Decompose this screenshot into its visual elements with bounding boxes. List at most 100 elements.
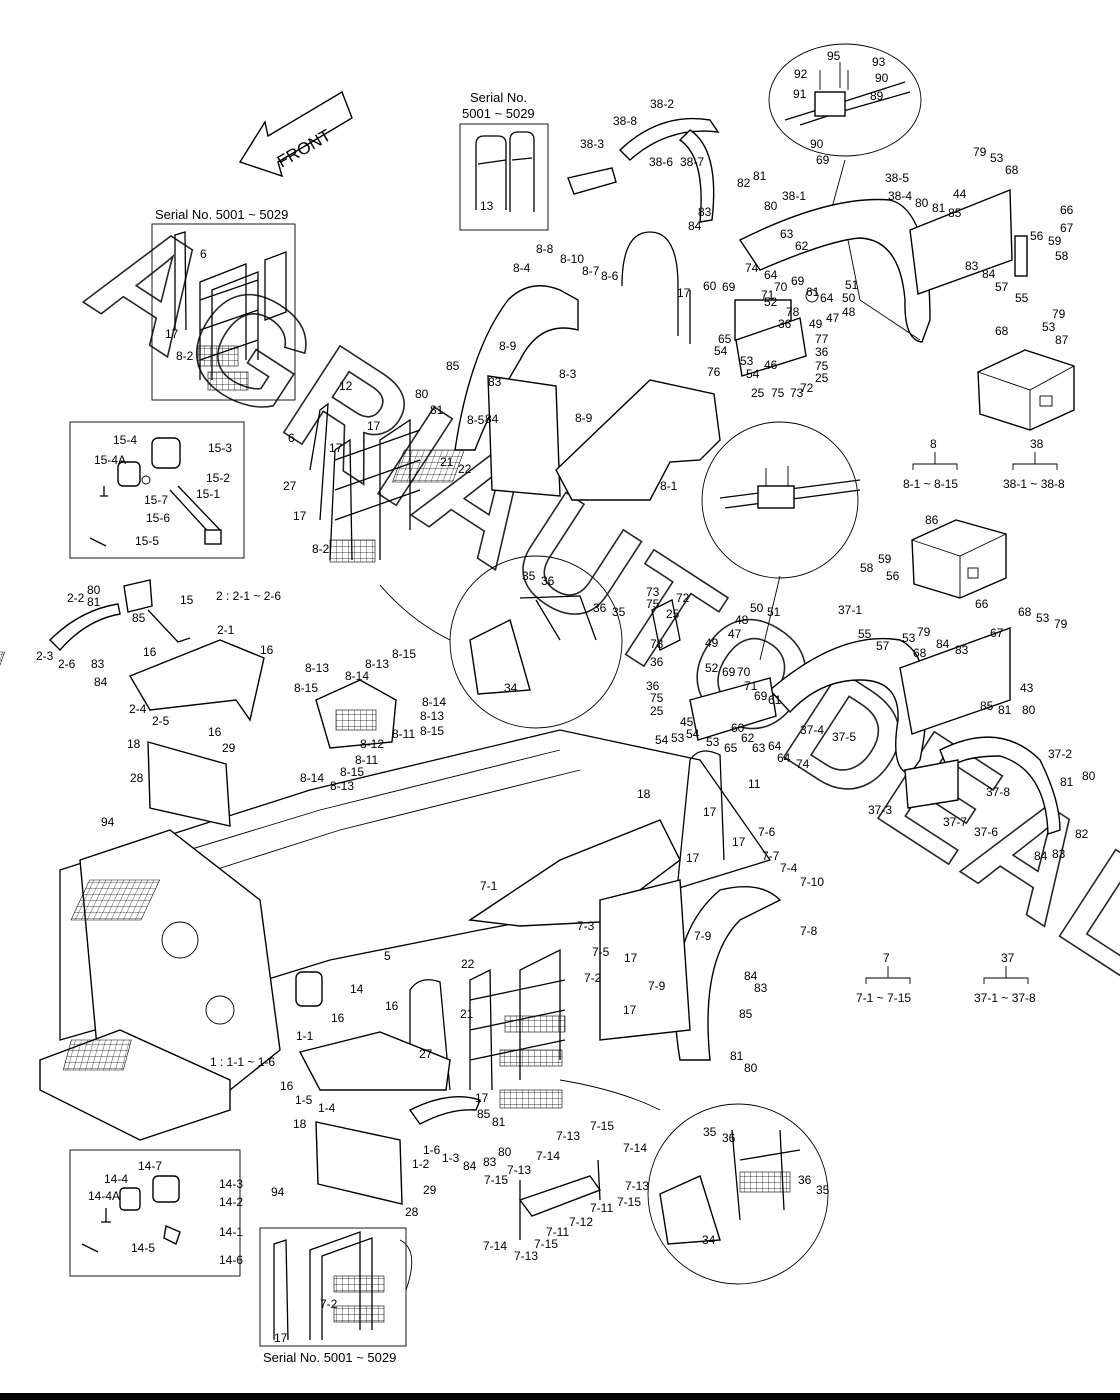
callout-label: 37-6 [974, 825, 998, 839]
callout-label: 8-9 [575, 411, 593, 425]
callout-label: 59 [878, 552, 892, 566]
callout-label: 8-9 [499, 339, 517, 353]
callout-label: 84 [463, 1159, 477, 1173]
fender-assembly-38 [567, 117, 1028, 377]
group-legend-7: 77-1 ~ 7-15 [856, 951, 911, 1005]
callout-label: 7-13 [507, 1163, 531, 1177]
callout-label: 7-11 [546, 1225, 569, 1239]
callout-label: 7-9 [648, 979, 666, 993]
callout-label: 53 [706, 735, 720, 749]
callout-label: 81 [753, 169, 767, 183]
callout-label: 80 [744, 1061, 758, 1075]
callout-label: 69 [816, 153, 830, 167]
callout-label: 83 [488, 375, 502, 389]
callout-label: 91 [793, 87, 807, 101]
callout-label: 93 [872, 55, 886, 69]
callout-label: 68 [1005, 163, 1019, 177]
callout-label: 38-2 [650, 97, 674, 111]
callout-label: 54 [655, 733, 669, 747]
callout-label: 47 [728, 627, 742, 641]
callout-label: 28 [405, 1205, 419, 1219]
callout-label: 43 [1020, 681, 1034, 695]
callout-label: 7-12 [569, 1215, 593, 1229]
callout-label: 50 [750, 601, 764, 615]
callout-label: 37-1 [838, 603, 862, 617]
callout-label: 58 [860, 561, 874, 575]
callout-label: 54 [714, 344, 728, 358]
callout-label: 37-7 [943, 815, 967, 829]
callout-label: 80 [764, 199, 778, 213]
callout-label: 51 [767, 605, 781, 619]
callout-label: 17 [329, 441, 343, 455]
callout-label: 15-4A [94, 453, 126, 467]
serial-left-label: Serial No. 5001 ~ 5029 [155, 207, 288, 222]
callout-label: 8-14 [422, 695, 446, 709]
callout-label: 45 [680, 715, 694, 729]
callout-label: 44 [953, 187, 967, 201]
callout-label: 81 [730, 1049, 744, 1063]
callout-label: 5 [384, 949, 391, 963]
callout-label: 89 [870, 89, 884, 103]
callout-label: 84 [485, 412, 499, 426]
callout-label: 79 [1054, 617, 1068, 631]
callout-label: 17 [623, 1003, 637, 1017]
callout-label: 81 [430, 403, 444, 417]
callout-label: 36 [650, 655, 664, 669]
callout-label: 8-4 [513, 261, 531, 275]
callout-label: 7-13 [514, 1249, 538, 1263]
callout-label: 84 [982, 267, 996, 281]
callout-label: 74 [796, 757, 810, 771]
callout-label: 95 [827, 49, 841, 63]
callout-label: 85 [477, 1107, 491, 1121]
callout-label: 7-1 [480, 879, 498, 893]
callout-label: 35 [612, 605, 626, 619]
callout-label: 64 [764, 268, 778, 282]
callout-label: 7-2 [584, 971, 602, 985]
callout-label: 83 [1052, 847, 1066, 861]
callout-label: 48 [735, 613, 749, 627]
callout-label: 83 [483, 1155, 497, 1169]
serial-top-title: Serial No. [470, 90, 527, 105]
callout-label: 57 [876, 639, 890, 653]
callout-label: 14-1 [219, 1225, 243, 1239]
callout-label: 15-5 [135, 534, 159, 548]
callout-label: 80 [1022, 703, 1036, 717]
callout-label: 8-6 [601, 269, 619, 283]
callout-label: 83 [965, 259, 979, 273]
callout-label: 66 [975, 597, 989, 611]
callout-label: 35 [816, 1183, 830, 1197]
bottom-border [0, 1393, 1120, 1400]
callout-label: 61 [806, 285, 820, 299]
callout-label: 67 [1060, 221, 1074, 235]
callout-label: 27 [419, 1047, 433, 1061]
callout-label: 8-15 [420, 724, 444, 738]
callout-label: 81 [932, 201, 946, 215]
callout-label: 7-14 [536, 1149, 560, 1163]
callout-label: 8-11 [392, 727, 415, 741]
callout-label: 2-6 [58, 657, 76, 671]
lamp-detail-box-14 [69, 1149, 241, 1277]
callout-label: 67 [990, 626, 1004, 640]
callout-label: 1-6 [423, 1143, 441, 1157]
callout-label: 2-2 [67, 591, 85, 605]
callout-label: 15-2 [206, 471, 230, 485]
callout-label: 72 [800, 381, 814, 395]
callout-label: 37-5 [832, 730, 856, 744]
callout-label: 17 [165, 327, 179, 341]
callout-label: 83 [754, 981, 768, 995]
callout-label: 12 [339, 379, 353, 393]
callout-label: 84 [936, 637, 950, 651]
fender-assembly-1 [62, 1031, 481, 1205]
callout-label: 7-15 [590, 1119, 614, 1133]
callout-label: 68 [913, 646, 927, 660]
callout-label: 79 [1052, 307, 1066, 321]
callout-label: 49 [705, 636, 719, 650]
callout-label: 80 [415, 387, 429, 401]
callout-label: 94 [271, 1185, 285, 1199]
callout-label: 77 [815, 332, 829, 346]
callout-label: 2-3 [36, 649, 54, 663]
callout-label: 7-3 [577, 919, 595, 933]
callout-label: 8-15 [340, 765, 364, 779]
callout-label: 1-1 [296, 1029, 314, 1043]
callout-label: 64 [820, 291, 834, 305]
